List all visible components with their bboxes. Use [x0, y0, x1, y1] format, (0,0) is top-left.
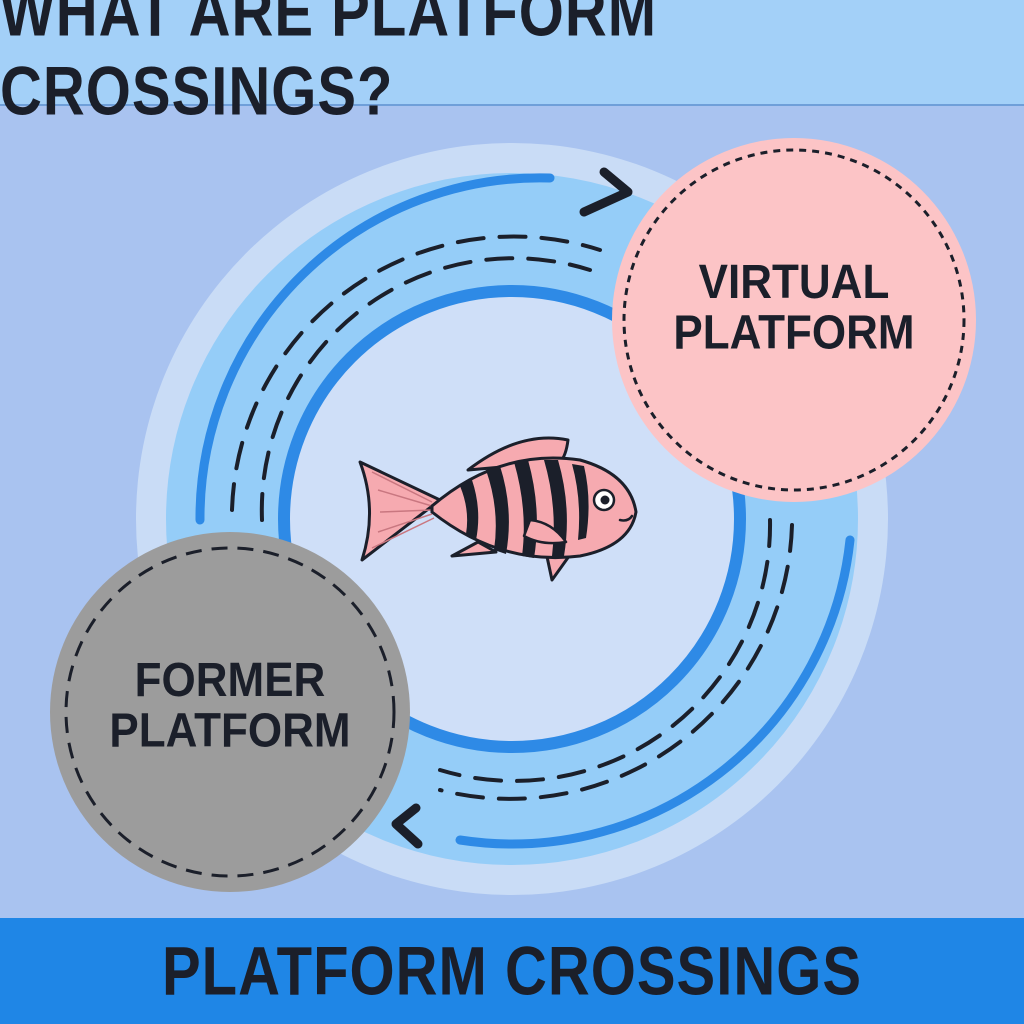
footer-label: PLATFORM CROSSINGS: [161, 932, 863, 1010]
former-platform-label: FORMER PLATFORM: [100, 655, 360, 757]
virtual-platform-node: [612, 138, 976, 502]
ring-outer-edge-bottom: [455, 535, 855, 849]
former-platform-node: [50, 532, 410, 892]
virtual-platform-label: VIRTUAL PLATFORM: [664, 257, 924, 359]
flow-lane-upper-1: [230, 234, 602, 512]
virtual-platform-line2: PLATFORM: [673, 305, 915, 360]
arrow-right-icon: [579, 167, 633, 217]
header-banner: WHAT ARE PLATFORM CROSSINGS?: [0, 0, 1024, 130]
virtual-platform-line1: VIRTUAL: [698, 255, 890, 310]
fish-icon: [358, 436, 638, 582]
page-title: WHAT ARE PLATFORM CROSSINGS?: [0, 0, 658, 130]
flow-lane-lower-1: [438, 523, 794, 801]
ring-outer-edge-top: [195, 173, 555, 525]
arrow-left-icon: [391, 803, 423, 849]
former-platform-border: [64, 546, 396, 878]
former-platform-line2: PLATFORM: [109, 703, 351, 758]
footer-banner: PLATFORM CROSSINGS: [0, 918, 1024, 1024]
virtual-platform-border: [622, 148, 966, 492]
ring-band: [166, 173, 858, 865]
former-platform-line1: FORMER: [134, 653, 326, 708]
